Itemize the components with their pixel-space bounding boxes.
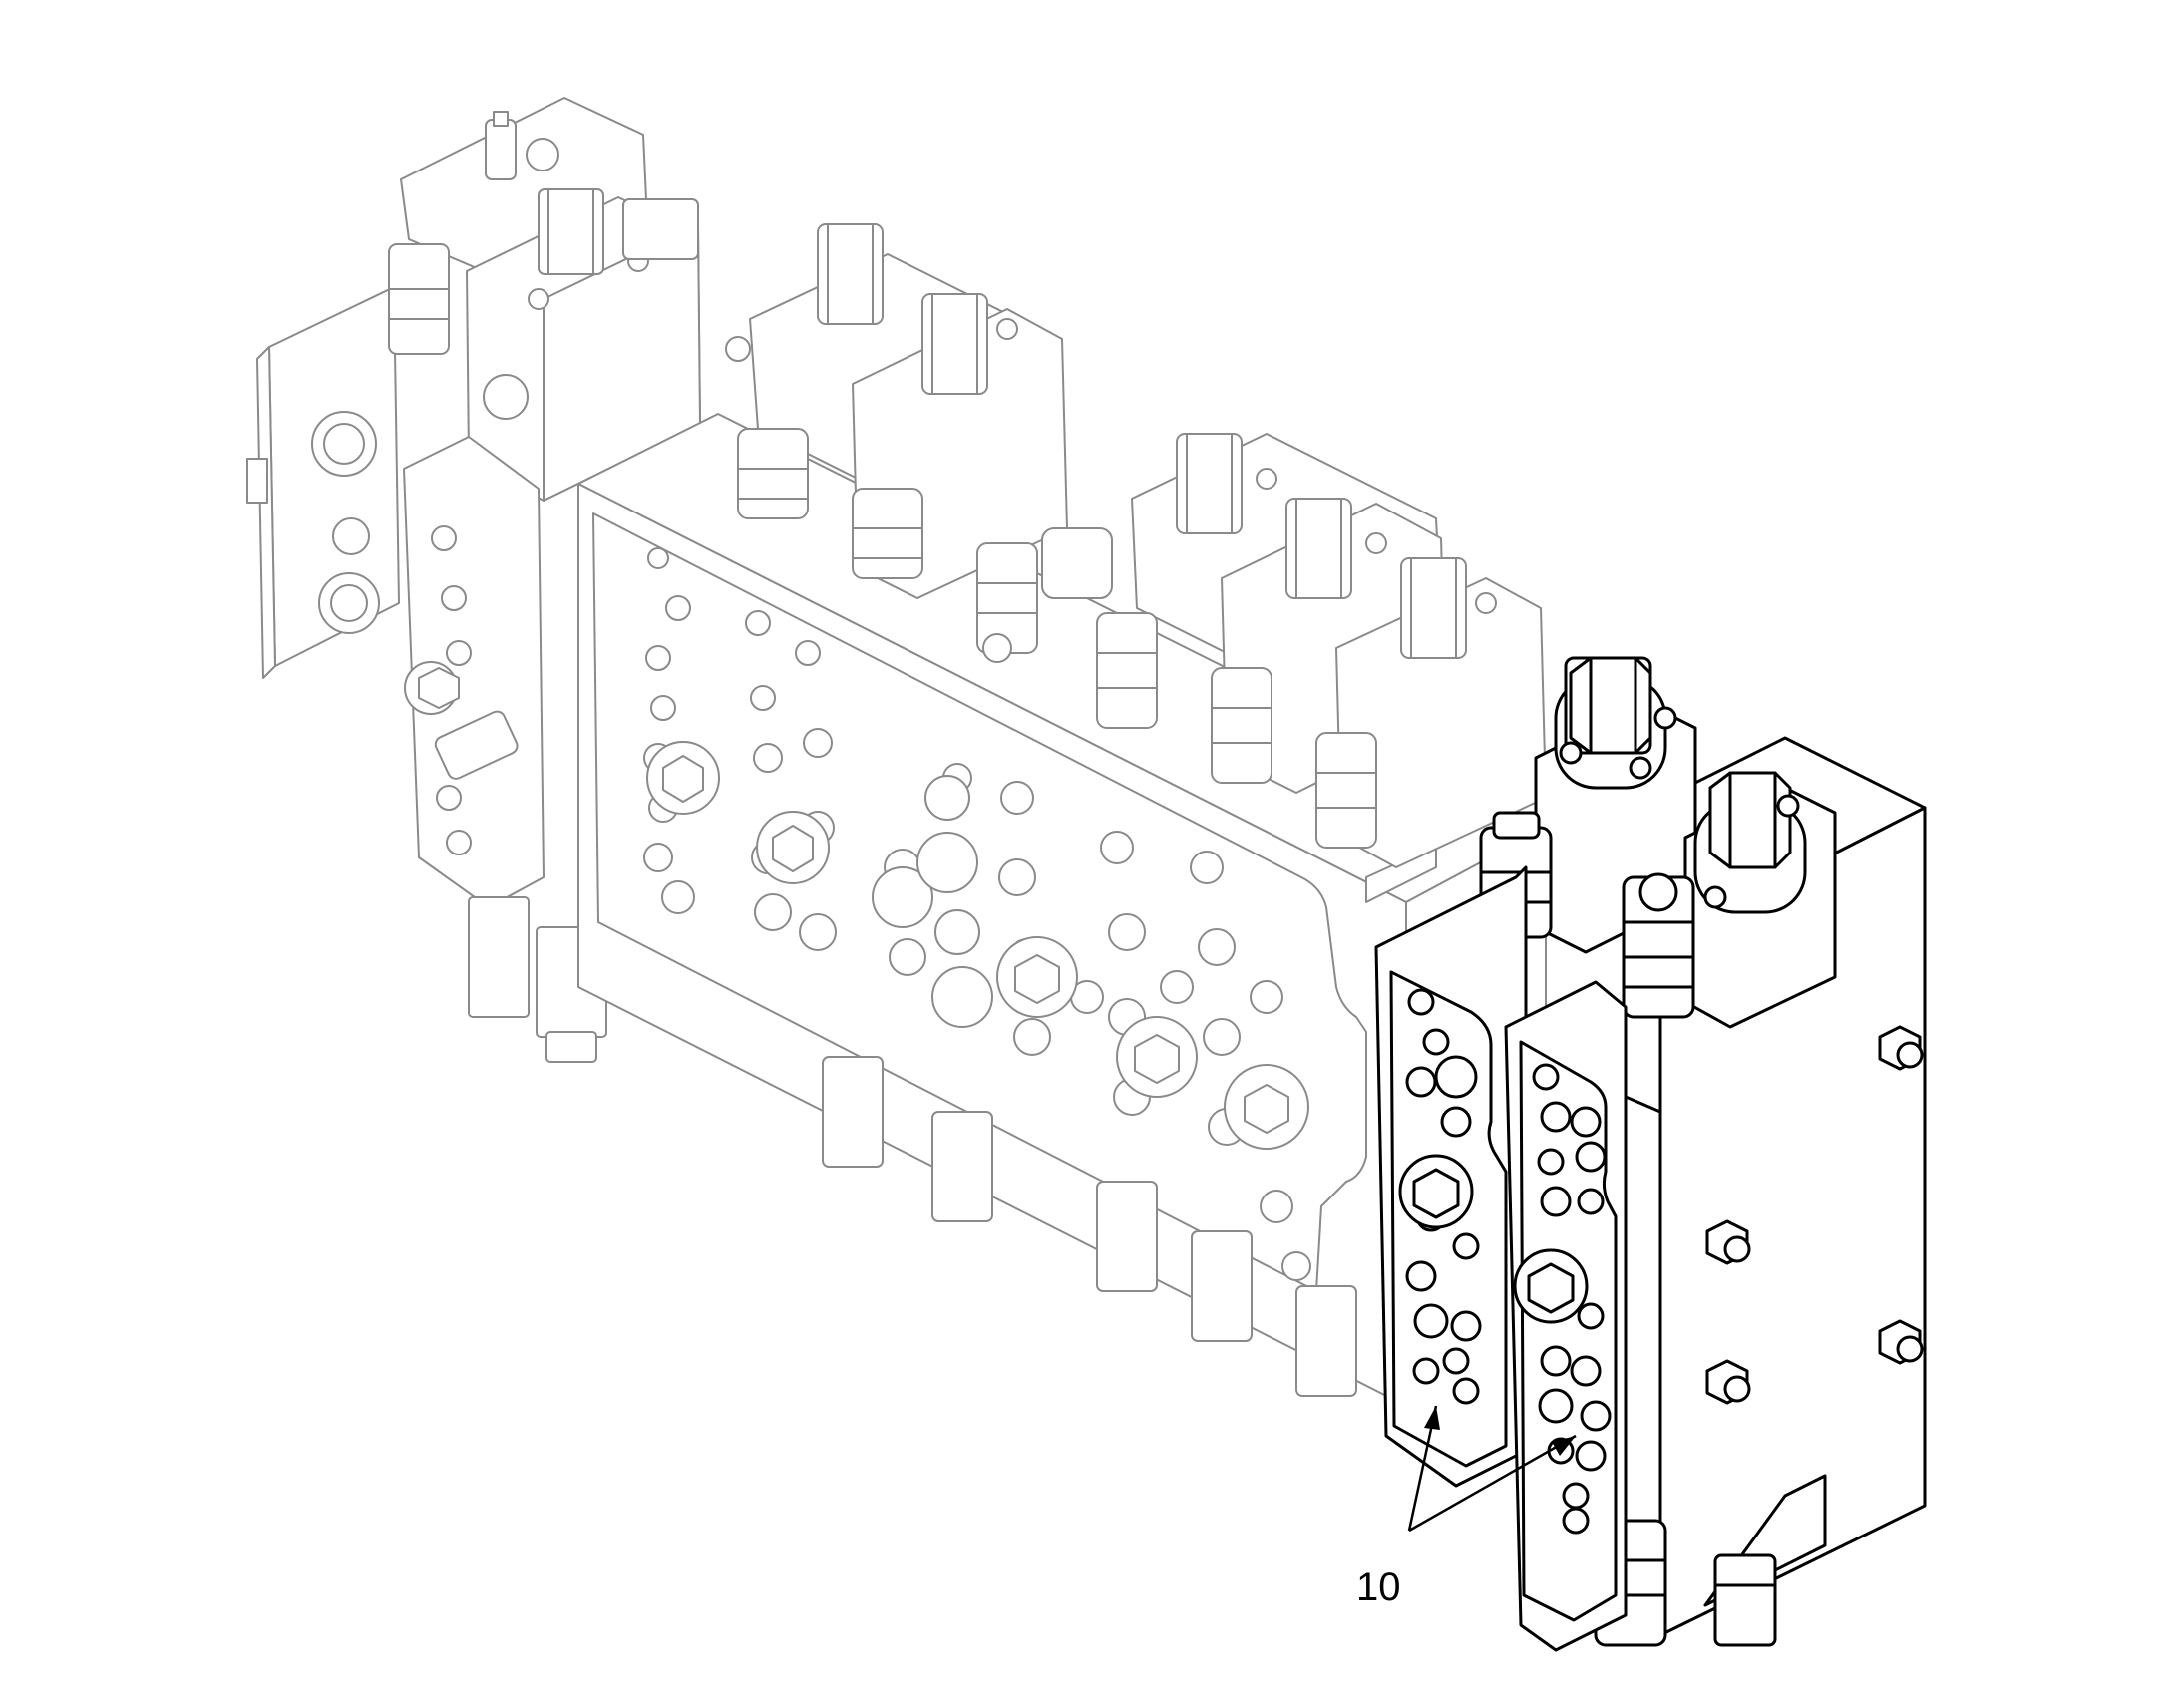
callout-label: 10 bbox=[1356, 1565, 1401, 1609]
port-adapters bbox=[737, 428, 1377, 849]
inlet-side-plate bbox=[403, 436, 607, 1063]
section-plate-1 bbox=[1374, 865, 1528, 1488]
leader-arrow-plate-2 bbox=[1552, 1436, 1576, 1456]
section-plate-2 bbox=[1504, 980, 1628, 1652]
bottom-spool-ends bbox=[822, 1056, 1357, 1397]
end-section-bolts bbox=[1705, 1025, 1924, 1405]
main-valve-bank bbox=[246, 97, 1547, 1407]
callout-10: 10 bbox=[1356, 1405, 1577, 1609]
leader-line-plate-2 bbox=[1408, 1434, 1577, 1533]
inlet-block bbox=[388, 97, 701, 502]
left-end-flange bbox=[246, 286, 400, 679]
leader-arrow-plate-1 bbox=[1424, 1406, 1440, 1430]
highlighted-section-plates bbox=[1374, 656, 1927, 1652]
main-body-plugs bbox=[646, 741, 1309, 1150]
highlighted-relief-valves bbox=[1534, 656, 1837, 1029]
